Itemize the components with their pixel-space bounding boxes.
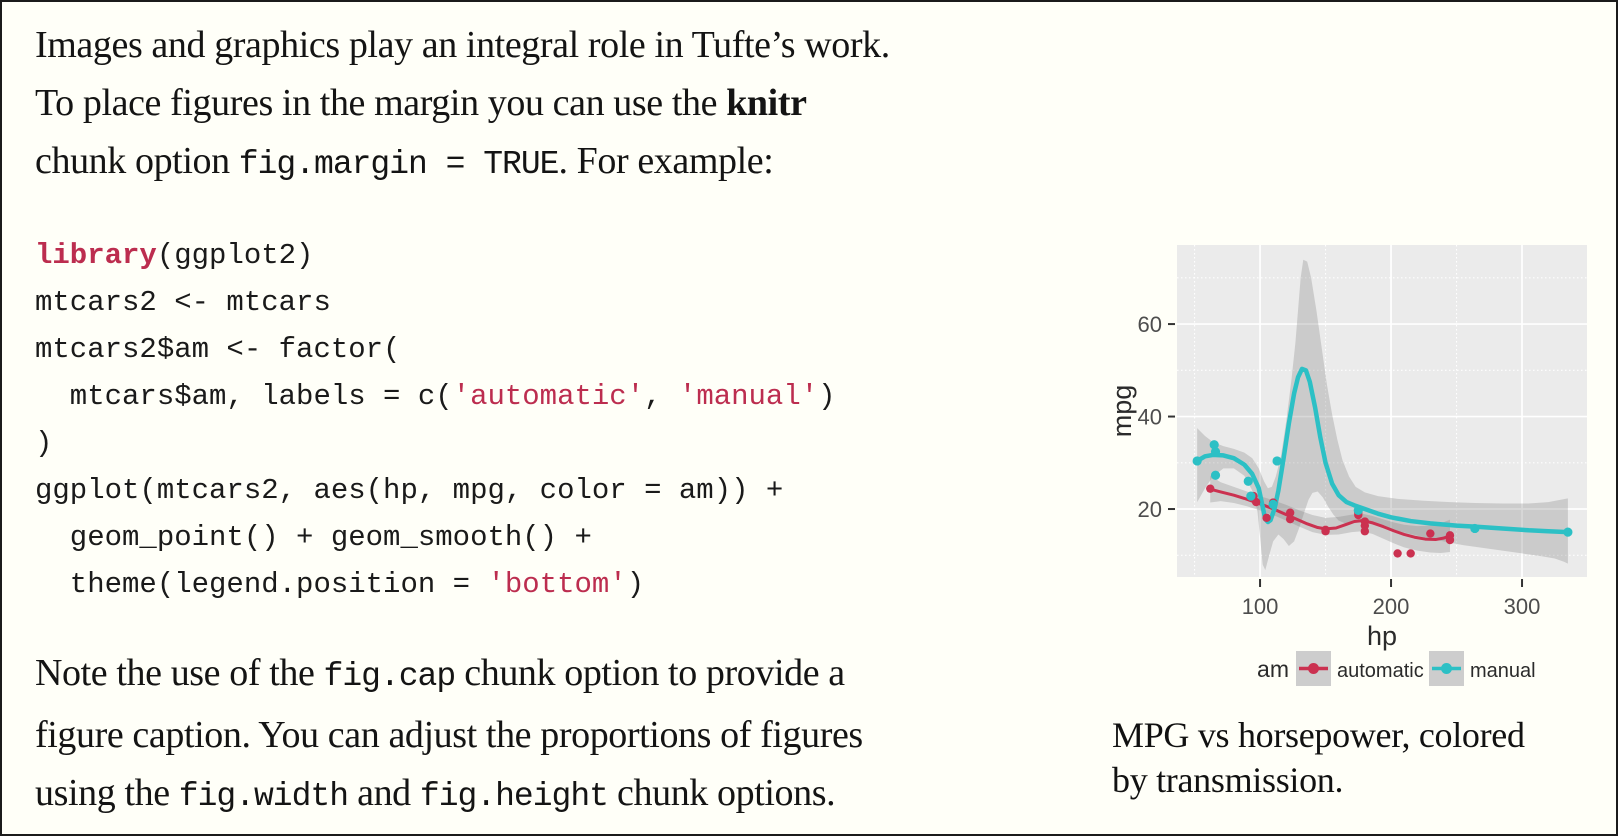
y-tick-label: 60: [1138, 312, 1162, 337]
legend-label-automatic: automatic: [1337, 660, 1424, 682]
token-plain: mtcars2$am <- factor(: [35, 333, 401, 366]
text-line: ): [35, 420, 1045, 467]
data-point-automatic: [1285, 508, 1295, 517]
data-point-manual: [1563, 527, 1573, 537]
token-plain: geom_point() + geom_smooth() +: [35, 521, 592, 554]
token-plain: mtcars2 <- mtcars: [35, 286, 331, 319]
figure-caption: MPG vs horsepower, colored by transmissi…: [1112, 715, 1525, 800]
token-code: fig.width: [178, 778, 349, 815]
token-kw: library: [35, 239, 157, 272]
token-code: fig.margin = TRUE: [238, 146, 560, 183]
data-point-automatic: [1360, 517, 1370, 526]
legend-label-manual: manual: [1470, 660, 1536, 682]
token-plain: chunk options.: [607, 772, 836, 814]
main-text-column: Images and graphics play an integral rol…: [35, 16, 1045, 826]
text-line: Images and graphics play an integral rol…: [35, 16, 1045, 74]
data-point-manual: [1353, 505, 1363, 516]
token-str: 'automatic': [452, 380, 645, 413]
x-axis-label: hp: [1367, 621, 1397, 651]
text-line: mtcars2$am <- factor(: [35, 326, 1045, 373]
data-point-manual: [1210, 470, 1221, 480]
token-str: 'bottom': [487, 568, 627, 601]
token-plain: ggplot(mtcars2, aes(hp, mpg, color = am)…: [35, 474, 784, 507]
legend-key-point-manual: [1441, 663, 1452, 674]
confidence-ribbon-automatic: [1210, 475, 1450, 553]
text-line: mtcars2 <- mtcars: [35, 279, 1045, 326]
data-point-automatic: [1426, 529, 1435, 538]
token-bold: knitr: [726, 82, 807, 124]
token-code: fig.cap: [323, 658, 457, 695]
paragraph-2: Note the use of the fig.cap chunk option…: [35, 644, 1045, 826]
data-point-automatic: [1360, 527, 1370, 536]
mpg-vs-hp-chart: 100 200 300 20 40 60 hp mpg am automatic manual: [1107, 245, 1587, 686]
token-plain: and: [348, 772, 420, 814]
text-line: using the fig.width and fig.height chunk…: [35, 764, 1045, 826]
token-plain: To place figures in the margin you can u…: [35, 82, 727, 124]
text-line: library(ggplot2): [35, 232, 1045, 279]
x-tick-label: 100: [1242, 594, 1279, 619]
data-point-automatic: [1285, 515, 1295, 524]
y-tick-label: 40: [1138, 405, 1162, 430]
text-line: theme(legend.position = 'bottom'): [35, 561, 1045, 608]
text-line: figure caption. You can adjust the propo…: [35, 706, 1045, 764]
data-point-automatic: [1406, 549, 1415, 558]
token-plain: Note the use of the: [35, 652, 324, 694]
data-point-automatic: [1445, 535, 1455, 545]
data-point-automatic: [1206, 484, 1215, 493]
legend-key-point-automatic: [1308, 663, 1319, 674]
token-plain: figure caption. You can adjust the propo…: [35, 714, 863, 756]
data-point-automatic: [1393, 549, 1402, 558]
token-plain: ): [818, 380, 836, 413]
text-line: Note the use of the fig.cap chunk option…: [35, 644, 1045, 706]
text-line: chunk option fig.margin = TRUE. For exam…: [35, 132, 1045, 194]
smooth-line-manual: [1194, 366, 1571, 535]
data-point-manual: [1243, 476, 1253, 486]
data-point-manual: [1470, 523, 1480, 534]
paragraph-1: Images and graphics play an integral rol…: [35, 16, 1045, 194]
legend-title: am: [1257, 656, 1289, 682]
text-line: mtcars$am, labels = c('automatic', 'manu…: [35, 373, 1045, 420]
token-plain: theme(legend.position =: [35, 568, 488, 601]
data-point-manual: [1209, 440, 1219, 450]
data-point-automatic: [1321, 527, 1330, 536]
token-plain: Images and graphics play an integral rol…: [35, 24, 890, 66]
token-plain: (ggplot2): [156, 239, 314, 272]
token-plain: using the: [35, 772, 179, 814]
data-point-manual: [1246, 491, 1256, 501]
text-line: To place figures in the margin you can u…: [35, 74, 1045, 132]
token-plain: . For example:: [558, 140, 774, 182]
x-tick-label: 200: [1373, 594, 1410, 619]
data-point-manual: [1272, 456, 1282, 466]
token-code: fig.height: [419, 778, 609, 815]
confidence-ribbon-manual: [1197, 259, 1568, 571]
chart-panel: [1177, 245, 1587, 577]
text-line: ggplot(mtcars2, aes(hp, mpg, color = am)…: [35, 467, 1045, 514]
text-line: geom_point() + geom_smooth() +: [35, 514, 1045, 561]
data-point-manual: [1192, 456, 1202, 466]
token-plain: ): [626, 568, 645, 601]
token-plain: ,: [644, 380, 679, 413]
x-tick-label: 300: [1504, 594, 1541, 619]
token-plain: chunk option to provide a: [455, 652, 845, 694]
token-plain: mtcars$am, labels = c(: [35, 380, 453, 413]
y-axis-label: mpg: [1107, 385, 1137, 438]
data-point-manual: [1210, 447, 1221, 457]
token-plain: ): [35, 427, 53, 460]
margin-figure: 100 200 300 20 40 60 hp mpg am automatic manual MP…: [1087, 217, 1607, 803]
data-point-automatic: [1262, 513, 1271, 523]
y-tick-label: 20: [1138, 497, 1162, 522]
data-point-automatic: [1251, 497, 1261, 507]
data-point-manual: [1268, 499, 1278, 510]
r-code-block: library(ggplot2) mtcars2 <- mtcars mtcars2…: [35, 232, 1045, 608]
token-str: 'manual': [678, 380, 819, 413]
token-plain: chunk option: [35, 140, 239, 182]
